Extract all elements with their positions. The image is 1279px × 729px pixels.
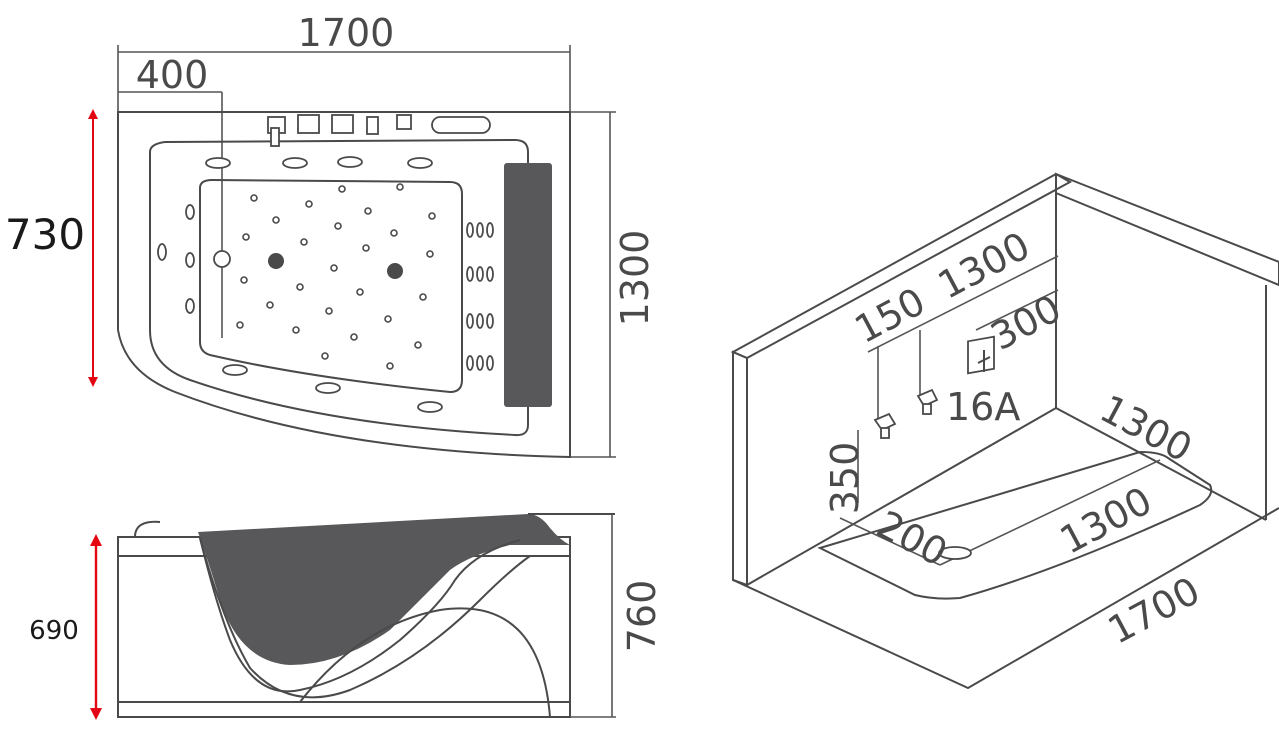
control-button-icon <box>396 114 412 130</box>
water-inlet-icon <box>916 388 939 415</box>
overflow-icon <box>157 243 167 261</box>
tub-rim <box>149 138 529 437</box>
iso-floor-right <box>1055 407 1267 521</box>
iso-dim-300-line <box>975 289 1059 331</box>
air-jets <box>236 183 436 370</box>
iso-floor-depth-label: 1300 <box>1093 386 1199 470</box>
socket-plug-icon <box>977 350 991 372</box>
side-headrest <box>198 514 570 665</box>
control-knob-icon <box>366 116 379 135</box>
jet-icon <box>282 157 308 169</box>
left-label-690: 690 <box>29 616 79 646</box>
large-jet-icon <box>268 253 284 269</box>
drain-icon <box>213 250 231 268</box>
side-inner-curve <box>199 537 521 693</box>
large-jet-icon <box>387 263 403 279</box>
height-label: 1300 <box>613 230 657 327</box>
side-outer-curve <box>199 537 531 699</box>
back-jets <box>466 222 494 371</box>
iso-floor-front <box>732 507 1279 690</box>
iso-floor-back <box>746 407 1057 586</box>
iso-left-wall-edge <box>732 350 748 587</box>
jet-icon <box>222 364 248 376</box>
side-support <box>299 607 551 718</box>
socket-icon <box>967 335 995 375</box>
iso-back-wall-top <box>730 172 1073 360</box>
iso-inlet-height-label: 350 <box>823 442 867 515</box>
headrest-pillow <box>504 163 552 407</box>
offset-label: 400 <box>136 53 209 97</box>
iso-socket-label: 16A <box>946 385 1020 429</box>
jet-icon <box>407 157 433 169</box>
jet-icon <box>185 298 195 314</box>
control-button-icon <box>297 114 320 134</box>
iso-dim-200-line <box>839 517 941 566</box>
side-height-label: 760 <box>620 580 664 653</box>
top-view: 1700 400 1300 730 <box>5 11 657 459</box>
iso-floor-inner-label: 1300 <box>1053 478 1159 562</box>
water-inlet-icon <box>873 412 897 439</box>
iso-dim-1300-floor <box>939 459 1161 566</box>
tub-outline <box>117 111 571 459</box>
jet-icon <box>417 401 443 413</box>
width-label: 1700 <box>298 11 395 55</box>
jet-icon <box>185 252 195 268</box>
drain-outlet-icon <box>938 546 972 560</box>
side-faucet-icon <box>134 520 161 538</box>
faucet-spout-icon <box>270 127 280 147</box>
iso-view: 1300 150 300 16A 350 1300 1300 200 1700 <box>730 172 1279 690</box>
control-button-icon <box>331 114 354 134</box>
side-view: 760 690 <box>29 513 664 720</box>
tub-basin <box>199 178 463 394</box>
jet-icon <box>205 157 231 169</box>
jet-icon <box>337 156 363 168</box>
iso-right-wall-top <box>1055 172 1279 287</box>
jet-icon <box>185 204 195 220</box>
left-label-730: 730 <box>5 210 85 259</box>
iso-dim-1300-wall <box>867 255 1059 353</box>
display-panel-icon <box>431 116 491 134</box>
iso-wall-width-label: 1300 <box>931 223 1037 307</box>
iso-tub-footprint <box>817 450 1213 600</box>
jet-icon <box>315 382 341 394</box>
